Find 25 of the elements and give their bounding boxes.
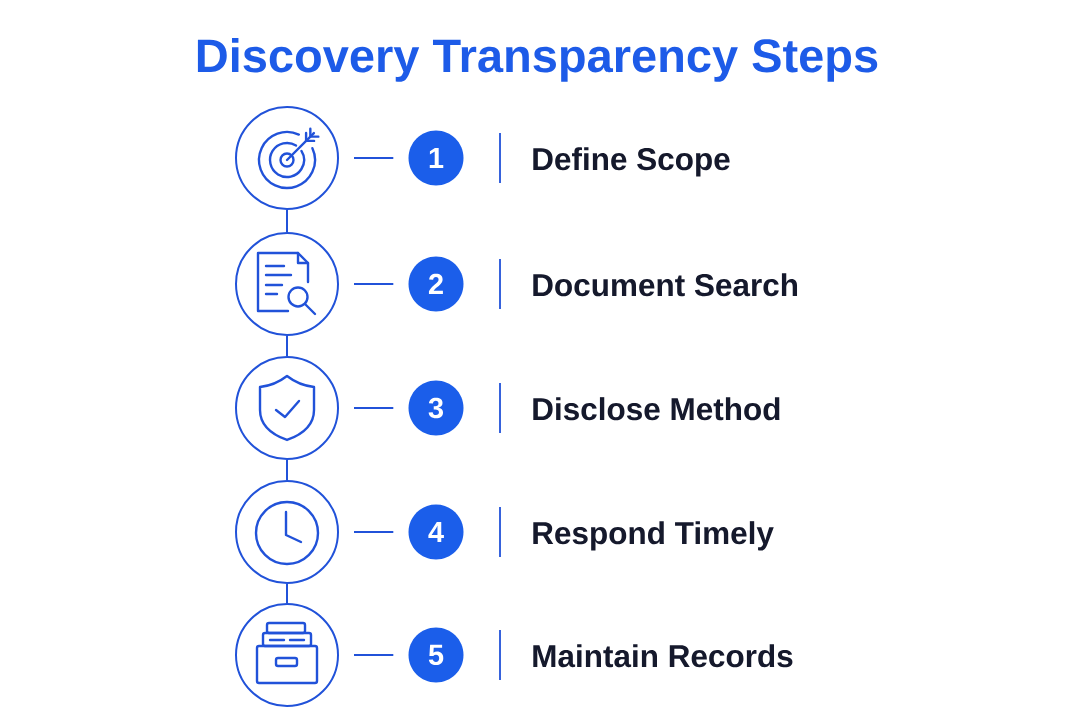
connector-line: [286, 459, 288, 481]
step-number: 1: [408, 130, 464, 186]
icon-circle: [235, 603, 339, 707]
icon-circle: [235, 480, 339, 584]
connector-line: [353, 654, 395, 656]
step-label: Define Scope: [533, 147, 730, 177]
icon-circle: [235, 356, 339, 460]
step-label: Document Search: [533, 273, 797, 297]
step-label: Maintain Records: [533, 644, 793, 668]
connector-line: [353, 157, 395, 159]
step-number: 4: [408, 504, 464, 560]
connector-line: [286, 583, 288, 604]
connector-line: [353, 283, 395, 285]
step-number: 3: [408, 380, 464, 436]
icon-circle: [235, 106, 339, 210]
icon-circle: [235, 232, 339, 336]
step-number: 2: [408, 256, 464, 312]
connector-line: [353, 531, 395, 533]
step-label: Respond Timely: [533, 521, 774, 551]
title: Discovery Transparency Steps: [197, 37, 878, 82]
connector-line: [286, 209, 288, 233]
connector-line: [353, 407, 395, 409]
step-number: 5: [408, 627, 464, 683]
step-label: Disclose Method: [533, 397, 780, 421]
connector-line: [286, 335, 288, 357]
